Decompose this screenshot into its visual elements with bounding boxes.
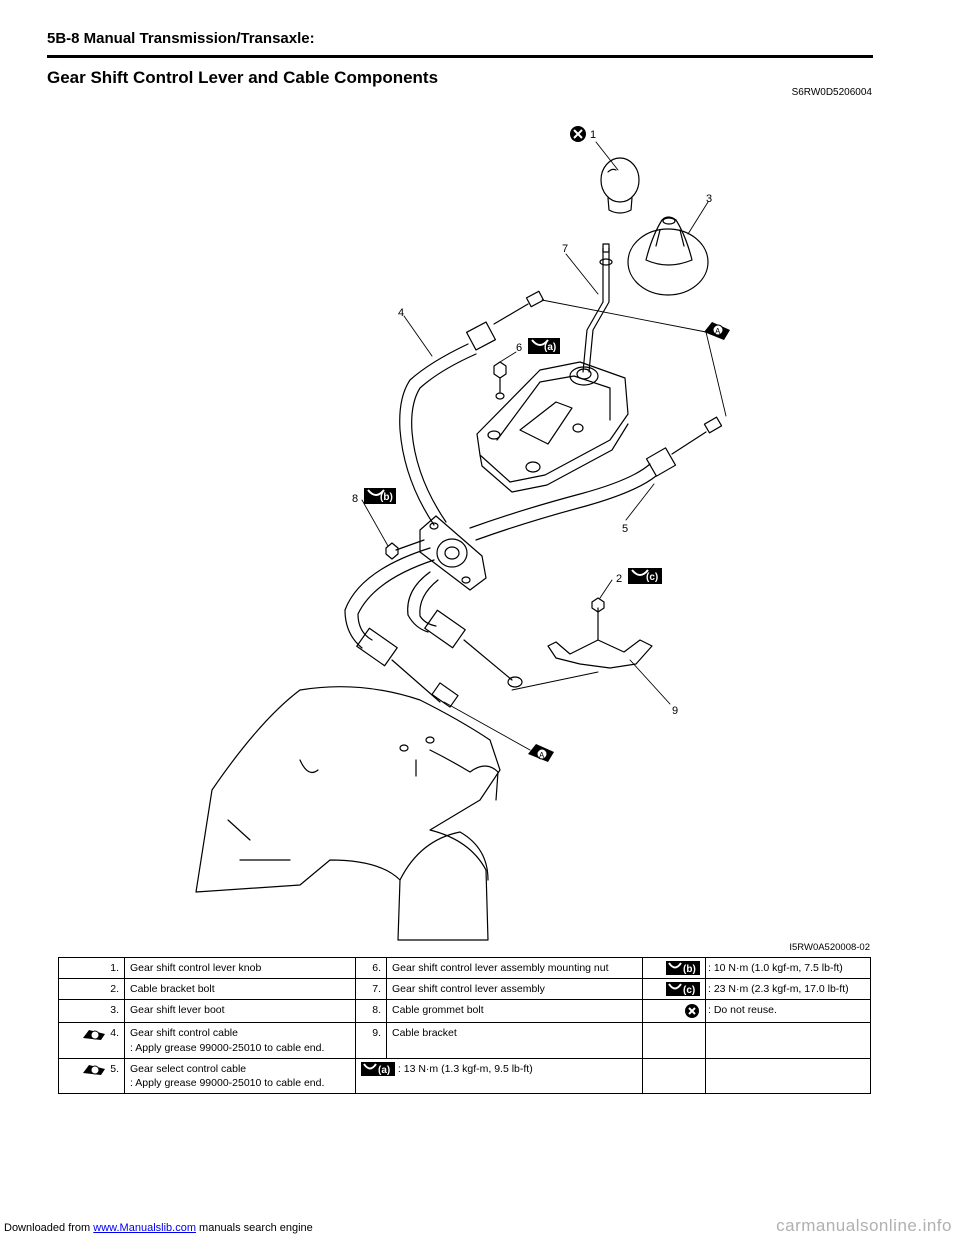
lower-cable-ends-part [344, 547, 523, 708]
callout-2: 2 [616, 573, 622, 585]
select-cable-part [469, 416, 723, 541]
table-row: 1. Gear shift control lever knob 6. Gear… [58, 956, 871, 980]
do-not-reuse-icon [685, 1004, 699, 1019]
components-diagram: 1 3 7 4 6 8 5 2 9 (a) (b) (c) A A [195, 126, 730, 941]
grommet-bolt-part [385, 539, 425, 560]
header-rule [47, 55, 873, 58]
torque-badge-b: (b) [364, 488, 396, 504]
grommet-plate-part [419, 515, 487, 591]
torque-icon: (c) [666, 982, 700, 997]
table-row: 3. Gear shift lever boot 8. Cable gromme… [58, 999, 871, 1024]
torque-badge-c: (c) [628, 568, 662, 584]
svg-text:(c): (c) [646, 572, 658, 583]
callout-8: 8 [352, 493, 358, 505]
legend-table: 1. Gear shift control lever knob 6. Gear… [58, 956, 871, 1095]
callout-3: 3 [706, 193, 712, 205]
table-row: 5. Gear select control cable: Apply grea… [58, 1057, 871, 1095]
download-footer: Downloaded from www.Manualslib.com manua… [4, 1222, 313, 1234]
torque-icon: (b) [666, 961, 700, 976]
page-header: 5B-8 Manual Transmission/Transaxle: [47, 30, 873, 58]
svg-text:(b): (b) [380, 492, 393, 503]
callout-5: 5 [622, 523, 628, 535]
svg-text:A: A [715, 327, 721, 336]
svg-text:(b): (b) [683, 964, 696, 975]
callout-6: 6 [516, 342, 522, 354]
page-title: 5B-8 Manual Transmission/Transaxle: [47, 30, 315, 47]
section-title: Gear Shift Control Lever and Cable Compo… [47, 68, 439, 87]
knob-part [600, 157, 640, 214]
svg-text:(a): (a) [544, 342, 556, 353]
callout-4: 4 [398, 307, 404, 319]
lever-assembly-part [476, 361, 629, 493]
table-row: 2. Cable bracket bolt 7. Gear shift cont… [58, 978, 871, 1001]
grease-icon [83, 1029, 106, 1040]
callout-7: 7 [562, 243, 568, 255]
figure-id: I5RW0A520008-02 [789, 942, 870, 953]
grease-icon: A [704, 322, 730, 340]
lever-part [582, 243, 613, 373]
shift-cable-part [399, 290, 545, 526]
cable-bracket-part [547, 597, 653, 669]
section-code: S6RW0D5206004 [791, 87, 872, 98]
grease-icon: A [528, 744, 554, 762]
torque-icon: (a) [361, 1062, 395, 1076]
nut-part [493, 361, 507, 400]
svg-text:(a): (a) [378, 1065, 390, 1076]
watermark: carmanualsonline.info [776, 1216, 952, 1235]
svg-text:A: A [539, 751, 545, 760]
leader-lines [361, 141, 727, 751]
boot-part [627, 216, 709, 296]
table-row: 4. Gear shift control cable: Apply greas… [58, 1022, 871, 1059]
manualslib-link[interactable]: www.Manualslib.com [93, 1222, 196, 1234]
torque-badge-a: (a) [528, 338, 560, 354]
do-not-reuse-icon [570, 126, 586, 142]
svg-text:(c): (c) [683, 985, 695, 996]
grease-icon [83, 1065, 106, 1075]
callout-9: 9 [672, 705, 678, 717]
transaxle-part [195, 686, 501, 941]
callout-1: 1 [590, 129, 596, 141]
